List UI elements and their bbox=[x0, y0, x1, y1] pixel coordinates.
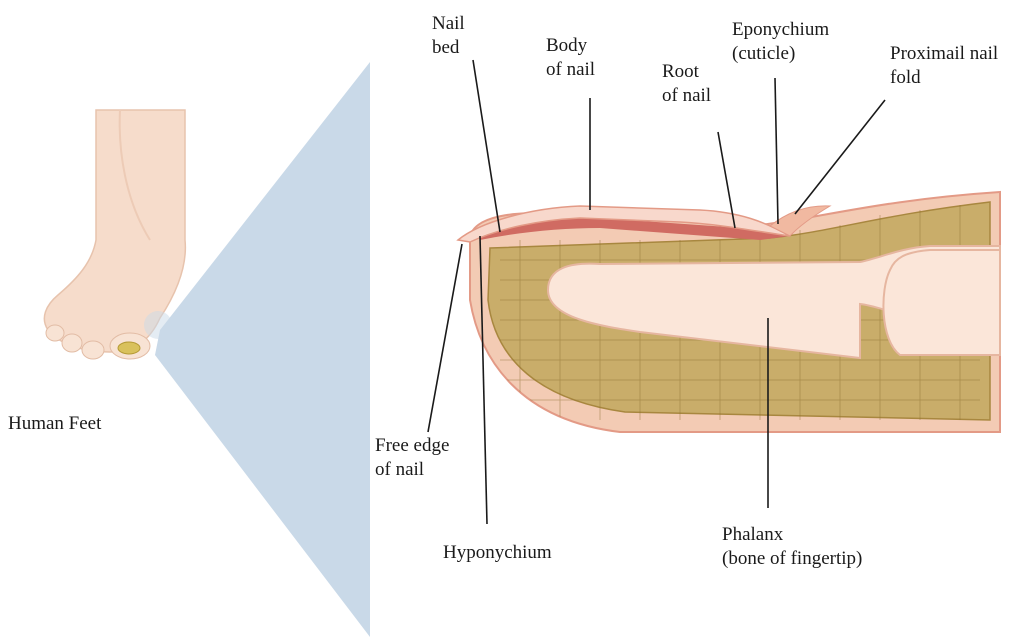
foot-illustration-icon bbox=[44, 110, 185, 359]
eponychium-pointer bbox=[775, 78, 778, 224]
nail-bed-pointer bbox=[473, 60, 500, 232]
proximal-nail-fold-pointer bbox=[795, 100, 885, 214]
free-edge-pointer bbox=[428, 244, 462, 432]
zoom-cone bbox=[155, 62, 370, 637]
hyponychium-label: Hyponychium bbox=[443, 541, 552, 565]
phalanx-label: Phalanx(bone of fingertip) bbox=[722, 523, 862, 571]
eponychium-label: Eponychium(cuticle) bbox=[732, 18, 829, 66]
fingertip-cross-section bbox=[458, 192, 1000, 432]
foot-caption: Human Feet bbox=[8, 412, 101, 436]
